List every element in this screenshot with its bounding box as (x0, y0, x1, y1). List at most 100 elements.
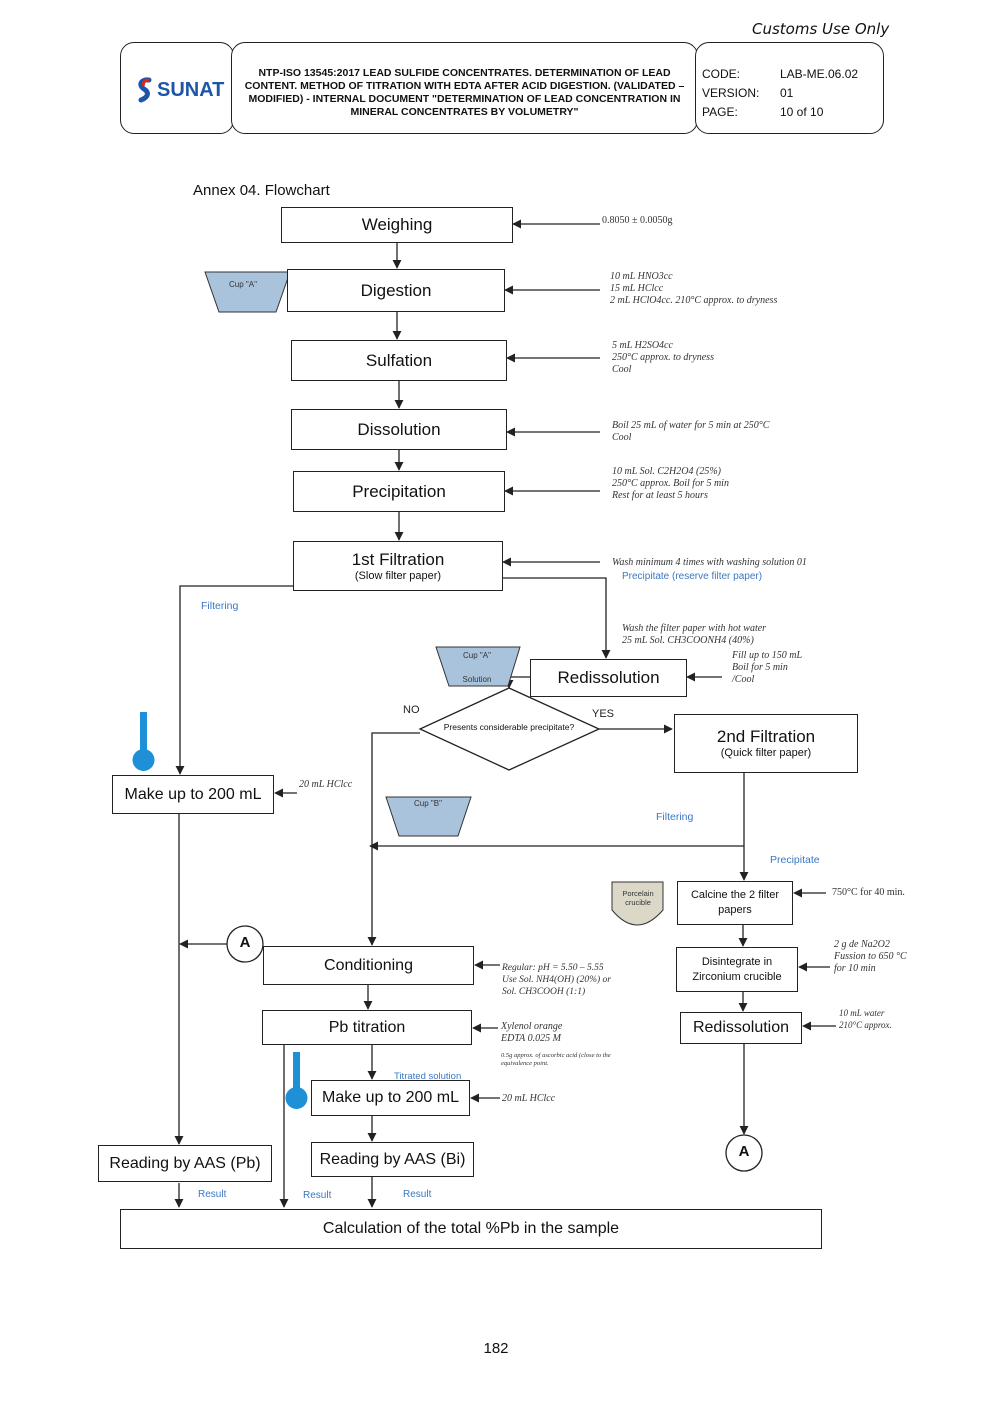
step-precipitation: Precipitation (293, 471, 505, 512)
cup-a-top-label: Cup "A" (229, 280, 257, 289)
sunat-logo-icon (138, 77, 152, 103)
label-no: NO (403, 704, 420, 716)
step-filtration2-label: 2nd Filtration (716, 727, 816, 746)
label-filtering-1: Filtering (201, 600, 239, 612)
step-makeup2-label: Make up to 200 mL (322, 1089, 459, 1106)
cup-a2-shape (435, 646, 521, 687)
sunat-logo: SUNAT (135, 77, 224, 103)
step-filtration1-label: 1st Filtration (351, 549, 445, 569)
step-makeup1-label: Make up to 200 mL (124, 785, 262, 803)
page-value: 10 of 10 (780, 105, 824, 119)
note-disintegrate: 2 g de Na2O2 Fussion to 650 °C for 10 mi… (834, 939, 907, 974)
step-calculation-label: Calculation of the total %Pb in the samp… (322, 1220, 620, 1237)
step-digestion-label: Digestion (360, 280, 432, 300)
note-pb-titration-small: 0.5g approx. of ascorbic acid (close to … (501, 1052, 611, 1067)
cup-a2-sublabel: Solution (462, 675, 492, 684)
connector-a-left: A (239, 934, 251, 951)
label-yes: YES (592, 708, 615, 720)
document-title: NTP-ISO 13545:2017 LEAD SULFIDE CONCENTR… (244, 67, 685, 118)
note-conditioning: Regular: pH = 5.50 – 5.55 Use Sol. NH4(O… (502, 963, 611, 997)
step-pb-titration: Pb titration (262, 1010, 472, 1045)
step-dissolution: Dissolution (291, 409, 507, 450)
step-pb-titration-label: Pb titration (328, 1018, 406, 1036)
step-calcine-label: Calcine the 2 filter papers (690, 889, 780, 916)
annex-title: Annex 04. Flowchart (193, 182, 330, 199)
porcelain-crucible-label: Porcelain crucible (622, 889, 654, 907)
note-wash-filter: Wash the filter paper with hot water 25 … (622, 623, 767, 646)
label-titrated-solution: Titrated solution (394, 1071, 462, 1082)
note-redissolution2: 10 mL water 210°C approx. (839, 1008, 892, 1030)
note-sulfation: 5 mL H2SO4cc 250°C approx. to dryness Co… (612, 340, 714, 375)
step-calcine: Calcine the 2 filter papers (677, 881, 793, 925)
label-precipitate-reserve: Precipitate (reserve filter paper) (622, 571, 763, 582)
cup-b-shape (385, 796, 472, 837)
document-meta-box: CODE: LAB-ME.06.02 VERSION: 01 PAGE: 10 of … (695, 42, 884, 134)
step-reading-bi: Reading by AAS (Bi) (311, 1142, 474, 1177)
note-makeup1: 20 mL HClcc (299, 779, 353, 790)
label-precipitate: Precipitate (770, 854, 820, 866)
step-redissolution2: Redissolution (680, 1012, 802, 1044)
cup-a2-label: Cup "A" (463, 651, 491, 660)
note-makeup2: 20 mL HClcc (502, 1093, 556, 1104)
customs-use-label: Customs Use Only (752, 20, 890, 38)
arrow-decision-no (367, 732, 420, 946)
sunat-logo-text: SUNAT (157, 78, 225, 101)
connector-a-right: A (738, 1143, 750, 1160)
arrow-redissolution-decision (504, 676, 530, 689)
step-sulfation: Sulfation (291, 340, 507, 381)
arrow-filtration1-redissolution (503, 577, 611, 659)
porcelain-crucible-shape (611, 881, 664, 926)
decision-text: Presents considerable precipitate? (443, 722, 575, 732)
step-filtration2: 2nd Filtration (Quick filter paper) (674, 714, 858, 773)
step-sulfation-label: Sulfation (365, 350, 433, 370)
cup-b-label: Cup "B" (414, 799, 442, 808)
step-conditioning: Conditioning (263, 946, 474, 985)
step-reading-bi-label: Reading by AAS (Bi) (319, 1150, 466, 1168)
thermometer-icon-1 (132, 712, 155, 771)
step-weighing: Weighing (281, 207, 513, 243)
page-number: 182 (483, 1340, 509, 1357)
page-label: PAGE: (702, 105, 738, 119)
step-disintegrate: Disintegrate in Zirconium crucible (676, 947, 798, 992)
note-digestion: 10 mL HNO3cc 15 mL HClcc 2 mL HClO4cc. 2… (610, 271, 778, 306)
label-result-3: Result (403, 1189, 432, 1200)
step-dissolution-label: Dissolution (357, 419, 441, 439)
step-filtration1-sub: (Slow filter paper) (354, 569, 442, 582)
arrow-filtering-makeup1 (175, 585, 293, 775)
version-value: 01 (780, 86, 794, 100)
decision-diamond (418, 687, 601, 771)
version-label: VERSION: (702, 86, 760, 100)
note-redissolution1: Fill up to 150 mL Boil for 5 min /Cool (732, 650, 803, 685)
note-pb-titration: Xylenol orange EDTA 0.025 M (501, 1021, 563, 1044)
label-result-1: Result (198, 1189, 227, 1200)
step-reading-pb-label: Reading by AAS (Pb) (109, 1154, 261, 1172)
note-filtration1: Wash minimum 4 times with washing soluti… (612, 557, 807, 568)
note-calcine: 750°C for 40 min. (832, 887, 905, 898)
step-redissolution2-label: Redissolution (692, 1019, 790, 1036)
cup-a-top-shape (204, 271, 291, 313)
step-conditioning-label: Conditioning (324, 956, 413, 974)
step-redissolution1: Redissolution (530, 659, 687, 697)
code-label: CODE: (702, 67, 741, 81)
note-precipitation: 10 mL Sol. C2H2O4 (25%) 250°C approx. Bo… (612, 466, 729, 501)
note-dissolution: Boil 25 mL of water for 5 min at 250°C C… (612, 420, 770, 443)
step-precipitation-label: Precipitation (352, 481, 446, 501)
step-redissolution1-label: Redissolution (557, 668, 660, 687)
step-filtration1: 1st Filtration (Slow filter paper) (293, 541, 503, 591)
step-disintegrate-label: Disintegrate in Zirconium crucible (692, 955, 782, 983)
step-makeup2: Make up to 200 mL (311, 1080, 470, 1116)
connector-a-left-shape (226, 925, 264, 963)
label-filtering-2: Filtering (656, 811, 694, 823)
note-weighing: 0.8050 ± 0.0050g (602, 215, 673, 226)
connector-a-right-shape (725, 1134, 763, 1172)
step-makeup1: Make up to 200 mL (112, 775, 274, 814)
step-reading-pb: Reading by AAS (Pb) (98, 1145, 272, 1182)
step-calculation: Calculation of the total %Pb in the samp… (120, 1209, 822, 1249)
label-result-2: Result (303, 1190, 332, 1201)
step-digestion: Digestion (287, 269, 505, 312)
step-filtration2-sub: (Quick filter paper) (720, 747, 812, 759)
step-weighing-label: Weighing (361, 215, 433, 234)
code-value: LAB-ME.06.02 (780, 67, 859, 81)
thermometer-icon-2 (285, 1052, 308, 1109)
